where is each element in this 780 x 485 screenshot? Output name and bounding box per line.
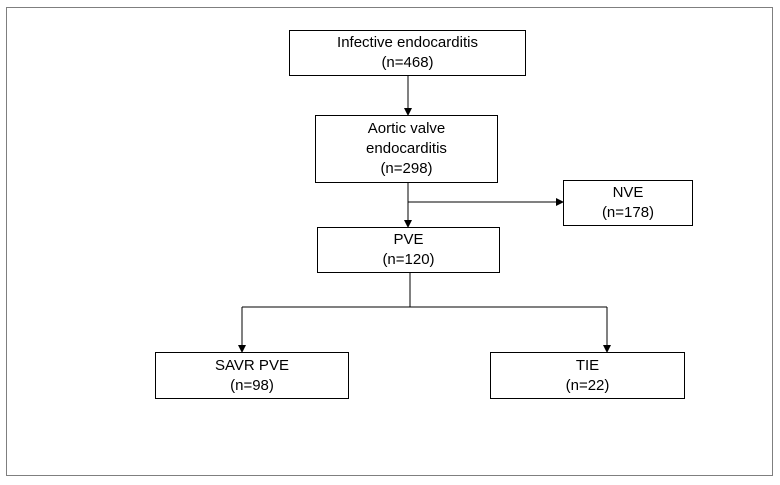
node-label-line: TIE	[575, 356, 600, 374]
node-label-line: SAVR PVE	[215, 356, 289, 374]
node-count: (n=98)	[230, 376, 274, 394]
node-infective-endocarditis: Infective endocarditis (n=468)	[289, 30, 526, 76]
node-count: (n=298)	[380, 160, 433, 177]
node-count: (n=178)	[601, 204, 655, 221]
node-count: (n=120)	[382, 251, 435, 268]
node-label-line: Infective endocarditis	[337, 34, 478, 51]
node-nve: NVE (n=178)	[563, 180, 693, 226]
node-tie: TIE (n=22)	[490, 352, 685, 399]
node-aortic-valve-endocarditis: Aortic valve endocarditis (n=298)	[315, 115, 498, 183]
node-label-line: Aortic valve	[367, 120, 446, 137]
diagram-frame	[6, 7, 773, 476]
node-label-line: NVE	[612, 184, 644, 201]
node-pve: PVE (n=120)	[317, 227, 500, 273]
node-label-line: endocarditis	[366, 140, 447, 157]
node-savr-pve: SAVR PVE (n=98)	[155, 352, 349, 399]
node-count: (n=468)	[381, 54, 434, 71]
node-count: (n=22)	[565, 376, 610, 394]
node-label-line: PVE	[393, 231, 424, 248]
